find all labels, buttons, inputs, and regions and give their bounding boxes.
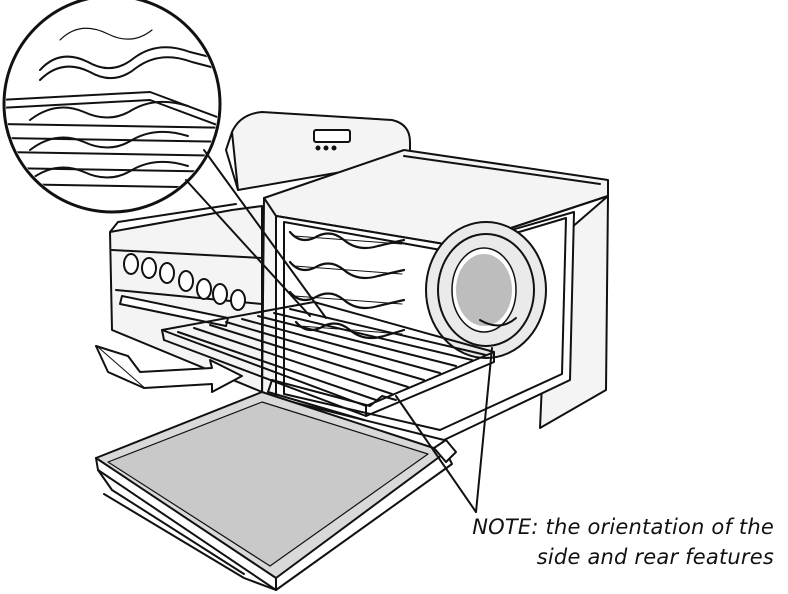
control-knobs	[123, 253, 246, 311]
side-shelf-runners	[288, 230, 406, 340]
cooker-upper-panel	[225, 111, 411, 191]
oven-door	[95, 391, 457, 591]
note-line-1: NOTE: the orientation of the	[472, 515, 774, 539]
rear-fan	[425, 221, 547, 359]
oven-cavity-box	[261, 149, 609, 441]
orientation-note: NOTE: the orientation of the side and re…	[414, 512, 774, 572]
note-line-2: side and rear features	[536, 545, 774, 569]
note-pointer-lines	[395, 347, 493, 513]
cooker-side-body	[109, 203, 263, 393]
arrow-right-icon	[95, 345, 243, 393]
wire-shelf	[161, 301, 495, 421]
zoom-circle-icon	[2, 0, 327, 319]
